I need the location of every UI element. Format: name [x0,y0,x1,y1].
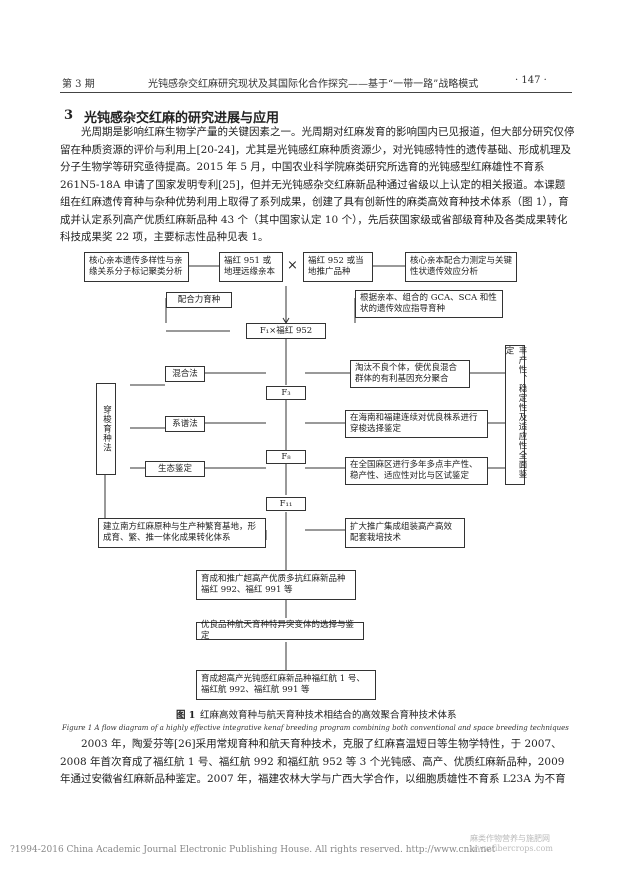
section-title: 光钝感杂交红麻的研究进展与应用 [84,111,280,126]
box-gca-sca: 根据亲本、组合的 GCA、SCA 和性状的遗传效应指导育种 [355,290,503,318]
issue-label: 第 3 期 [62,79,95,90]
box-parent-2: 福红 952 或当地推广品种 [303,252,373,282]
box-national-trial: 在全国麻区进行多年多点丰产性、稳产性、适应性对比与区试鉴定 [345,457,488,485]
box-hainan-fujian: 在海南和福建连续对优良株系进行穿梭选择鉴定 [345,410,488,438]
box-f3: F₃ [266,386,306,400]
header-rule [60,92,572,93]
box-south-base: 建立南方红麻原种与生产种繁育基地，形成育、繁、推一体化成果转化体系 [98,518,266,548]
copyright-footer: ?1994-2016 China Academic Journal Electr… [10,845,496,855]
box-eliminate: 淘汰不良个体，使优良混合群体的有利基因充分聚合 [350,360,470,388]
body-paragraph: 2003 年，陶爱芬等[26]采用常规育种和航天育种技术，克服了红麻喜温短日等生… [60,738,566,785]
box-space-mutant: 优良品种航天育种特异突变体的选择与鉴定 [196,620,364,641]
box-combining-breeding: 配合力育种 [166,292,232,308]
box-result-space-varieties: 育成超高产光钝感红麻新品种福红航 1 号、福红航 992、福红航 991 等 [196,670,376,700]
cross-symbol: × [287,258,298,273]
box-genetic-diversity: 核心亲本遗传多样性与亲缘关系分子标记聚类分析 [84,252,189,282]
section-number: 3 [64,108,74,123]
watermark: 麻类作物营养与施肥网 www.fibercrops.com [470,834,553,853]
intro-paragraph: 光周期是影响红麻生物学产量的关键因素之一。光周期对红麻发育的影响国内已见报道，但… [60,126,575,243]
box-comprehensive-identification: 丰产性、稳定性及适应性全面鉴定 [504,345,527,485]
box-result-varieties: 育成和推广超高产优质多抗红麻新品种福红 992、福红 991 等 [196,570,356,600]
box-f8: F₈ [266,450,306,464]
box-eco-identification: 生态鉴定 [145,461,205,477]
box-f11: F₁₁ [266,497,306,511]
box-combining-ability: 核心亲本配合力测定与关键性状遗传效应分析 [405,252,517,282]
figure-label: 图 1 [176,710,196,721]
box-extend-promotion: 扩大推广集成组装高产高效配套栽培技术 [345,518,465,548]
box-f1-cross: F₁×福红 952 [246,323,326,339]
box-shuttle-breeding: 穿梭育种法 [96,383,116,475]
page-number: · 147 · [515,75,547,86]
running-title: 光钝感杂交红麻研究现状及其国际化合作探究——基于“一带一路”战略模式 [148,79,479,90]
box-mass-selection: 混合法 [165,366,205,382]
figure-caption-english: Figure 1 A flow diagram of a highly effe… [62,724,569,732]
box-parent-1: 福红 951 或地理远缘亲本 [219,252,283,282]
figure-caption: 红麻高效育种与航天育种技术相结合的高效聚合育种技术体系 [200,710,457,721]
box-pedigree: 系谱法 [165,416,205,432]
